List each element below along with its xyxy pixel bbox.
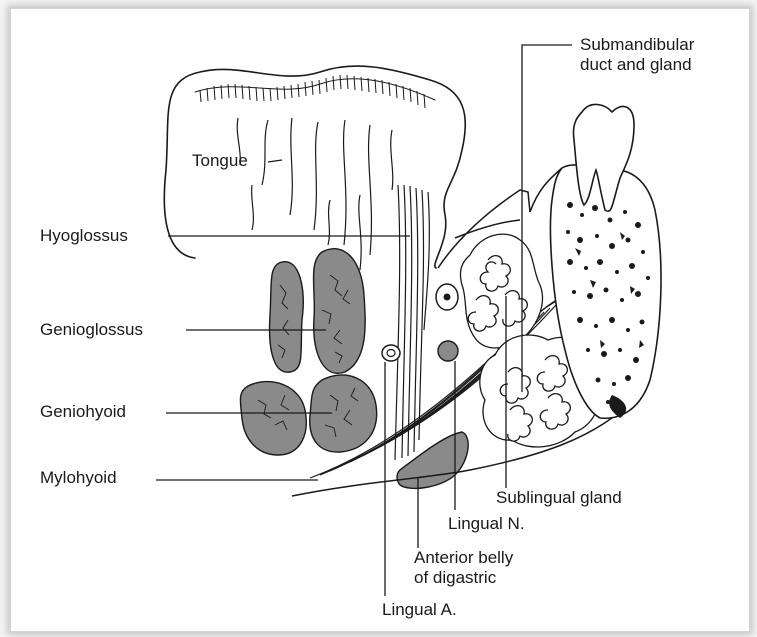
sublingual-gland: [460, 234, 542, 348]
digastric-muscle: [397, 432, 468, 488]
label-lingual-n: Lingual N.: [448, 514, 525, 534]
label-digastric-line2: of digastric: [414, 568, 496, 588]
tongue-hatching: [200, 75, 425, 108]
geniohyoid-muscle: [240, 375, 376, 455]
lingual-artery: [382, 345, 400, 361]
label-mylohyoid: Mylohyoid: [40, 468, 117, 488]
label-submandibular-line1: Submandibular: [580, 35, 694, 55]
label-sublingual-gland: Sublingual gland: [496, 488, 622, 508]
label-tongue: Tongue: [192, 151, 248, 171]
lingual-nerve: [438, 341, 458, 361]
tongue-fibers: [237, 118, 393, 270]
label-hyoglossus: Hyoglossus: [40, 226, 128, 246]
label-genioglossus: Genioglossus: [40, 320, 143, 340]
label-geniohyoid: Geniohyoid: [40, 402, 126, 422]
genioglossus-muscle: [270, 249, 366, 374]
tongue-dorsum-fringe: [195, 79, 435, 100]
label-submandibular-line2: duct and gland: [580, 55, 692, 75]
leader-tongue: [268, 160, 282, 162]
submandibular-duct: [436, 284, 458, 310]
label-digastric-line1: Anterior belly: [414, 548, 513, 568]
label-lingual-a: Lingual A.: [382, 600, 457, 620]
